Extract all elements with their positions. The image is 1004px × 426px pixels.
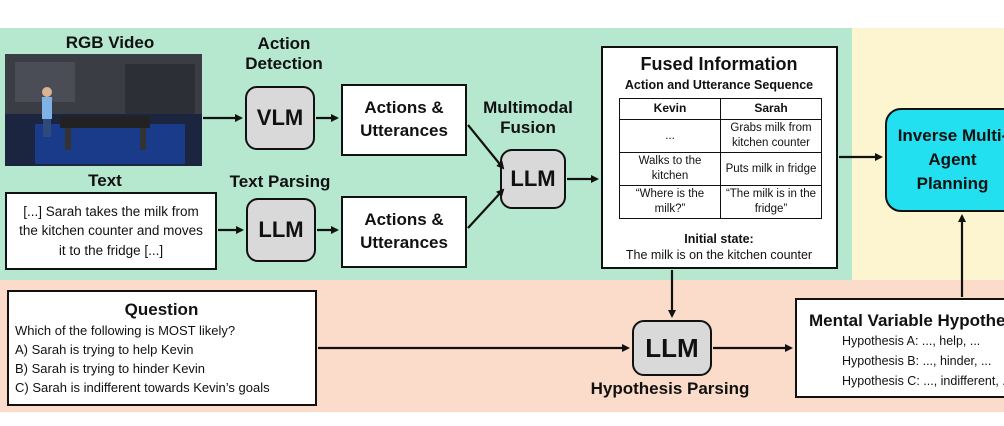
actions-utterances-box-2: Actions & Utterances — [341, 196, 467, 268]
llm-text-parsing-node: LLM — [246, 198, 316, 262]
question-box: Question Which of the following is MOST … — [7, 290, 317, 406]
question-line: Which of the following is MOST likely? — [15, 323, 236, 338]
question-title: Question — [124, 300, 199, 319]
sequence-table: Kevin Sarah ... Grabs milk from kitchen … — [619, 98, 822, 219]
llm-hypothesis-node: LLM — [632, 320, 712, 376]
table-cell: “The milk is in the fridge” — [720, 185, 822, 219]
actions-utterances-label-2: Actions & Utterances — [360, 210, 448, 252]
text-input-content: [...] Sarah takes the milk from the kitc… — [19, 203, 203, 258]
inverse-planning-box: Inverse Multi-Agent Planning — [885, 108, 1004, 212]
fused-title: Fused Information — [640, 54, 798, 74]
vlm-node: VLM — [245, 86, 315, 150]
table-cell: “Where is the milk?” — [619, 185, 721, 219]
video-frame-image — [5, 54, 202, 166]
initial-state-label: Initial state: — [684, 232, 754, 246]
text-input-box: [...] Sarah takes the milk from the kitc… — [5, 192, 217, 270]
table-cell: ... — [619, 119, 721, 153]
table-row: Walks to the kitchen Puts milk in fridge — [619, 152, 822, 186]
initial-state-value: The milk is on the kitchen counter — [625, 248, 813, 262]
hypothesis-c: Hypothesis C: ..., indifferent, ... — [842, 374, 1004, 388]
arrow-actions2-to-fusion — [467, 188, 505, 229]
mental-title: Mental Variable Hypotheses — [809, 311, 1004, 330]
question-option-c: C) Sarah is indifferent towards Kevin’s … — [15, 380, 270, 395]
fused-subtitle: Action and Utterance Sequence — [624, 78, 814, 92]
actions-utterances-box-1: Actions & Utterances — [341, 84, 467, 156]
arrow-actions1-to-fusion — [467, 124, 505, 170]
action-detection-label: Action Detection — [245, 34, 323, 73]
table-row: “Where is the milk?” “The milk is in the… — [619, 185, 822, 219]
video-title: RGB Video — [65, 33, 155, 52]
table-cell: Puts milk in fridge — [720, 152, 822, 186]
hypothesis-parsing-label: Hypothesis Parsing — [590, 379, 750, 398]
table-cell: Grabs milk from kitchen counter — [720, 119, 822, 153]
hypothesis-b: Hypothesis B: ..., hinder, ... — [842, 354, 992, 368]
actions-utterances-label-1: Actions & Utterances — [360, 98, 448, 140]
table-cell: Walks to the kitchen — [619, 152, 721, 186]
hypothesis-a: Hypothesis A: ..., help, ... — [842, 334, 981, 348]
inverse-planning-label: Inverse Multi-Agent Planning — [897, 126, 1004, 193]
llm-fusion-node: LLM — [500, 149, 566, 209]
mental-hypotheses-box: Mental Variable Hypotheses Hypothesis A:… — [795, 298, 1004, 398]
text-parsing-label: Text Parsing — [229, 172, 331, 191]
fusion-label: Multimodal Fusion — [483, 98, 573, 137]
text-input-title: Text — [88, 171, 122, 190]
table-row: ... Grabs milk from kitchen counter — [619, 119, 822, 153]
question-option-a: A) Sarah is trying to help Kevin — [15, 342, 194, 357]
fused-information-box: Fused Information Action and Utterance S… — [601, 46, 838, 269]
question-option-b: B) Sarah is trying to hinder Kevin — [15, 361, 206, 376]
